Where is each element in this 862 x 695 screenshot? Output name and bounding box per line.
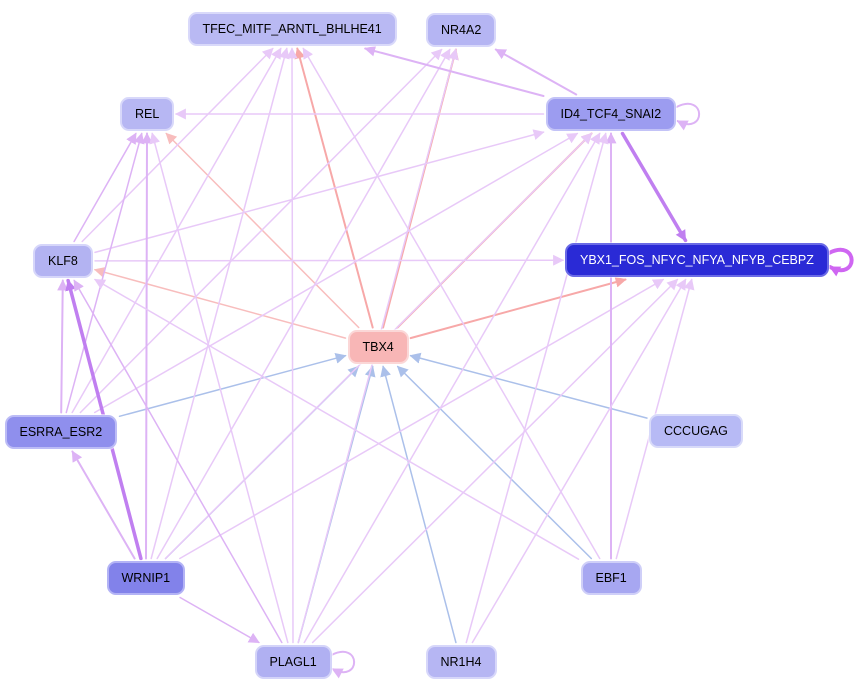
edge-KLF8-REL [73,132,137,243]
edge-PLAGL1-KLF8 [73,279,283,644]
node-TFEC[interactable]: TFEC_MITF_ARNTL_BHLHE41 [187,11,397,46]
node-EBF1[interactable]: EBF1 [580,560,642,595]
edge-ESRRA-ID4 [93,132,579,414]
edge-ID4-ID4 [675,102,700,131]
edge-ID4-NR4A2 [494,48,578,96]
edge-WRNIP1-ESRRA [71,450,136,560]
edge-ESRRA-NR4A2 [79,48,443,414]
node-WRNIP1[interactable]: WRNIP1 [106,560,186,595]
edge-KLF8-ID4 [94,129,545,254]
edge-WRNIP1-YBX1 [179,278,665,560]
edge-YBX1-YBX1 [827,247,854,277]
edge-ESRRA-TBX4 [118,352,347,418]
edge-TBX4-YBX1 [409,276,627,340]
edge-PLAGL1-TFEC [286,47,298,644]
edge-ESRRA-REL [65,132,145,414]
node-ID4[interactable]: ID4_TCF4_SNAI2 [545,96,677,131]
node-CCCUGAG[interactable]: CCCUGAG [649,413,743,448]
edge-WRNIP1-REL [141,132,153,560]
edge-ESRRA-KLF8 [57,279,69,414]
node-KLF8[interactable]: KLF8 [33,243,93,278]
edge-NR1H4-YBX1 [471,278,687,644]
edge-PLAGL1-REL [149,132,289,644]
edge-WRNIP1-TFEC [150,47,290,560]
node-PLAGL1[interactable]: PLAGL1 [254,644,332,679]
edge-ESRRA-TFEC [71,47,282,414]
node-NR1H4[interactable]: NR1H4 [425,644,497,679]
edge-NR1H4-ID4 [465,132,609,644]
edge-PLAGL1-ID4 [303,132,601,644]
node-ESRRA[interactable]: ESRRA_ESR2 [4,414,118,449]
edge-NR1H4-TBX4 [380,365,457,644]
node-REL[interactable]: REL [120,96,175,131]
edge-EBF1-TFEC [302,47,601,560]
edge-ID4-TFEC [364,45,545,97]
edge-WRNIP1-PLAGL1 [179,596,260,644]
edge-WRNIP1-NR4A2 [156,48,451,560]
edge-EBF1-KLF8 [94,278,580,560]
node-YBX1[interactable]: YBX1_FOS_NFYC_NFYA_NFYB_CEBPZ [565,242,829,277]
node-TBX4[interactable]: TBX4 [347,329,409,364]
node-NR4A2[interactable]: NR4A2 [426,12,497,47]
edge-PLAGL1-PLAGL1 [330,650,355,679]
edge-KLF8-TFEC [81,47,274,243]
edge-PLAGL1-YBX1 [311,278,679,644]
edge-CCCUGAG-TBX4 [409,352,648,419]
edge-ID4-YBX1 [620,131,688,243]
edge-TBX4-KLF8 [93,267,347,339]
